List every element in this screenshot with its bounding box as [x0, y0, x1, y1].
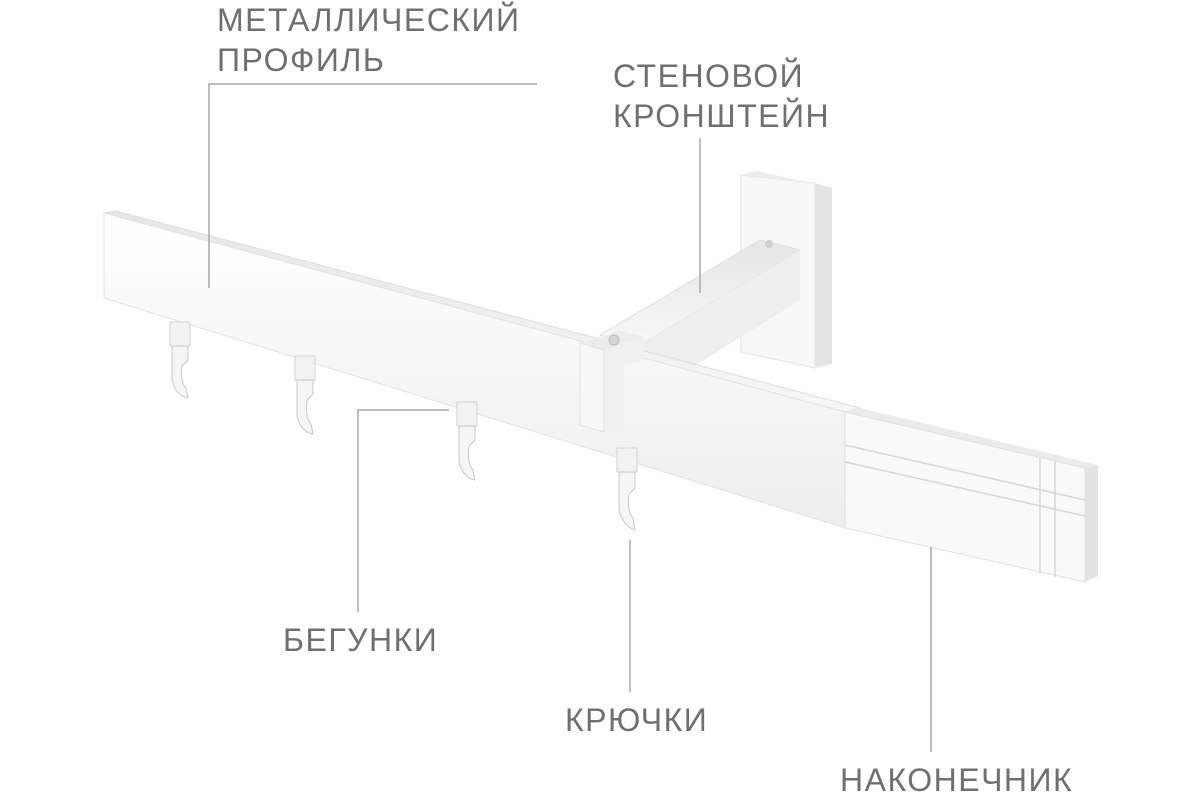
runner-1 [169, 321, 191, 399]
runner-3 [456, 401, 478, 481]
leader-lines [208, 83, 932, 752]
end-cap [844, 408, 1098, 583]
bracket-clamp [579, 331, 644, 433]
label-metal-profile-line1: МЕТАЛЛИЧЕСКИЙ [217, 2, 521, 38]
runner-4 [616, 447, 638, 531]
label-wall-bracket-line1: СТЕНОВОЙ [613, 58, 805, 94]
leader-runners [357, 409, 449, 612]
runner-2 [294, 355, 316, 435]
label-metal-profile-line2: ПРОФИЛЬ [217, 42, 386, 78]
label-end-cap: НАКОНЕЧНИК [840, 762, 1074, 798]
label-runners: БЕГУНКИ [283, 622, 439, 658]
leader-profile [208, 83, 537, 288]
label-wall-bracket: СТЕНОВОЙ КРОНШТЕЙН [613, 56, 830, 136]
label-hooks: КРЮЧКИ [565, 702, 709, 738]
label-metal-profile: МЕТАЛЛИЧЕСКИЙ ПРОФИЛЬ [217, 0, 520, 80]
label-wall-bracket-line2: КРОНШТЕЙН [613, 98, 831, 134]
runners-and-hooks [169, 321, 638, 531]
